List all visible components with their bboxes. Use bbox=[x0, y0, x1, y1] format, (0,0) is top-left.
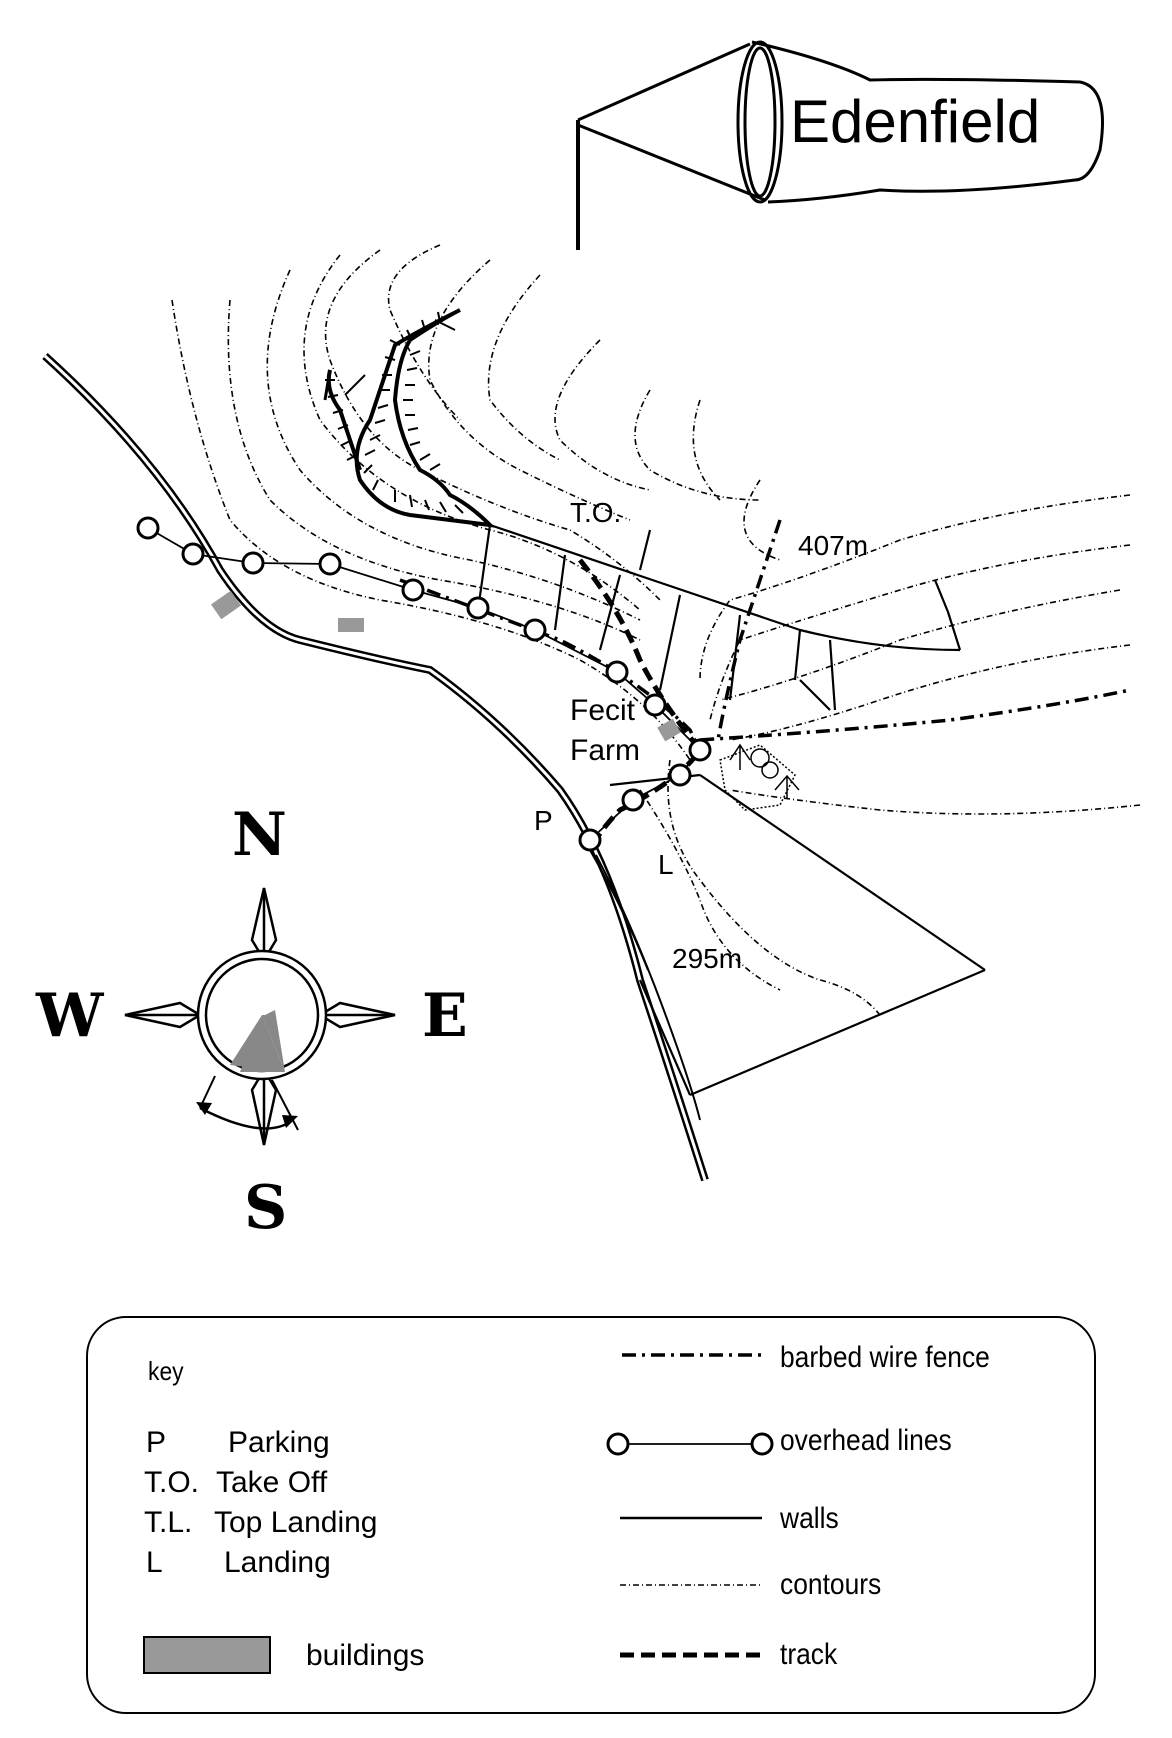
building bbox=[211, 590, 241, 620]
contour-lines bbox=[171, 244, 1141, 1016]
walls bbox=[476, 523, 986, 1097]
key-code-parking: P bbox=[146, 1426, 167, 1459]
building bbox=[338, 618, 364, 632]
key-contours-label: contours bbox=[780, 1568, 882, 1601]
take-off-label: T.O. bbox=[570, 497, 621, 528]
key-building-swatch bbox=[143, 1636, 271, 1674]
compass-west: W bbox=[35, 981, 105, 1051]
key-meaning-landing: Landing bbox=[224, 1546, 331, 1579]
landing-label: L bbox=[658, 849, 674, 880]
minor-road bbox=[583, 839, 701, 1121]
parking-label: P bbox=[534, 805, 553, 836]
escarpment bbox=[323, 308, 496, 528]
farm-trees bbox=[719, 743, 800, 811]
compass-south: S bbox=[244, 1173, 287, 1243]
farm-label-line2: Farm bbox=[570, 734, 640, 767]
overhead-lines bbox=[136, 516, 712, 852]
windsock-logo bbox=[576, 40, 1104, 250]
compass-rose bbox=[124, 887, 396, 1146]
key-meaning-parking: Parking bbox=[228, 1426, 330, 1459]
key-buildings-label: buildings bbox=[306, 1639, 425, 1672]
height-bottom-label: 295m bbox=[672, 943, 742, 974]
wind-arc-arrow bbox=[199, 1106, 291, 1130]
map-title: Edenfield bbox=[790, 88, 1040, 155]
farm-label-line1: Fecit bbox=[570, 694, 636, 727]
key-code-top-landing: T.L. bbox=[144, 1506, 193, 1539]
key-track-label: track bbox=[780, 1638, 838, 1671]
building bbox=[657, 718, 681, 742]
key-barbed-wire-label: barbed wire fence bbox=[780, 1341, 990, 1374]
key-code-landing: L bbox=[146, 1546, 163, 1579]
buildings bbox=[211, 590, 681, 742]
key-heading: key bbox=[148, 1356, 184, 1386]
key-overhead-lines-symbol bbox=[606, 1432, 774, 1456]
key-meaning-top-landing: Top Landing bbox=[214, 1506, 378, 1539]
key-overhead-lines-label: overhead lines bbox=[780, 1424, 952, 1457]
compass-north: N bbox=[232, 800, 287, 870]
map-key bbox=[86, 1316, 1096, 1714]
height-top-label: 407m bbox=[798, 530, 868, 561]
key-meaning-take-off: Take Off bbox=[216, 1466, 328, 1499]
compass-east: E bbox=[422, 981, 468, 1051]
key-code-take-off: T.O. bbox=[144, 1466, 200, 1499]
key-walls-label: walls bbox=[780, 1502, 839, 1535]
